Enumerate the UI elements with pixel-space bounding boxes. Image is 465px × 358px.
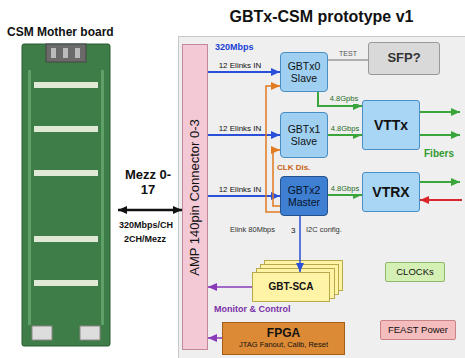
node-title: SFP? — [387, 51, 420, 66]
gbtx-chip: GBTx2 Master — [280, 176, 328, 216]
link-rate: Elink 80Mbps — [230, 226, 275, 235]
clock-note: CLK Dis. — [277, 163, 310, 172]
gbtx-chip: GBTx0 Slave — [280, 52, 328, 92]
edge-label: TEST — [338, 50, 358, 58]
mezzanine-slot — [34, 170, 98, 176]
sfp-module: SFP? — [368, 42, 440, 75]
signal-connector — [318, 92, 362, 106]
node-title: FPGA — [267, 327, 300, 341]
signal-connector — [328, 134, 362, 136]
edge-label: 12 Elinks IN — [218, 185, 263, 194]
board-trace — [101, 70, 104, 325]
sca-chip: GBT-SCA — [252, 272, 330, 302]
connector-pin — [63, 48, 68, 58]
signal-connector — [208, 286, 252, 288]
node-title: GBTx-CSM prototype v1 — [229, 8, 413, 26]
board-trace — [28, 70, 31, 325]
link-name: Mezz 0-17 — [122, 168, 174, 198]
board-connector — [46, 44, 86, 62]
power-box: FEAST Power — [380, 320, 456, 340]
mezzanine-slot — [34, 82, 98, 88]
link-rate: 320Mbps/CH — [119, 220, 173, 230]
link-rate: 320Mbps — [215, 42, 254, 52]
signal-connector — [208, 195, 280, 197]
node-title: GBT-SCA — [269, 281, 314, 293]
node-title: GBTx2 Master — [284, 184, 324, 208]
node-title: GBTx1 Slave — [284, 123, 324, 147]
signal-connector — [208, 71, 280, 73]
clock-box: CLOCKs — [385, 262, 445, 282]
signal-connector — [328, 59, 368, 61]
vttx-module: VTTx — [362, 100, 420, 150]
node-title: FEAST Power — [388, 325, 448, 336]
bus-name: Monitor & Control — [214, 304, 290, 314]
signal-connector — [208, 134, 280, 136]
node-title: VTRX — [372, 184, 409, 200]
fpga-box: FPGAJTAG Fanout, Calib, Reset — [222, 322, 345, 355]
mother-board — [22, 44, 110, 346]
fiber-arrow — [420, 111, 460, 113]
signal-connector — [118, 209, 182, 212]
vtrx-module: VTRX — [362, 172, 420, 212]
signal-connector — [208, 337, 222, 339]
signal-connector — [266, 86, 280, 212]
gbtx-chip: GBTx1 Slave — [280, 112, 328, 158]
edge-label: 4.8Gbps — [330, 185, 360, 194]
node-note: JTAG Fanout, Calib, Reset — [239, 341, 328, 350]
connector-pin — [51, 48, 56, 58]
node-title: AMP 140pin Connector 0-3 — [188, 119, 203, 276]
prototype-panel — [179, 37, 465, 358]
amp-connector: AMP 140pin Connector 0-3 — [182, 44, 208, 350]
edge-label: 12 Elinks IN — [218, 124, 263, 133]
bus-name: I2C config. — [306, 226, 342, 235]
board-connector — [32, 326, 52, 340]
node-title: GBTx0 Slave — [284, 60, 324, 84]
board-connector — [80, 326, 100, 340]
edge-label: 12 Elinks IN — [218, 61, 263, 70]
node-title: VTTx — [374, 117, 408, 133]
link-count: 3 — [291, 226, 295, 235]
board-heading-area: CSM Mother board — [4, 24, 118, 348]
mezzanine-slot — [34, 126, 98, 132]
node-title: CSM Mother board — [7, 26, 114, 40]
connector-pin — [75, 48, 80, 58]
fiber-arrow — [420, 199, 462, 201]
mezzanine-slot — [34, 236, 98, 242]
edge-label: 4.8Gpbs — [329, 95, 359, 104]
signal-connector — [299, 216, 301, 272]
mezzanine-slot — [34, 280, 98, 286]
edge-label: 4.8Gbps — [330, 125, 360, 134]
fiber-arrow — [420, 181, 460, 183]
fiber-arrow — [420, 134, 460, 136]
link-count: 2CH/Mezz — [124, 234, 166, 244]
signal-connector — [273, 150, 280, 206]
node-title: CLOCKs — [396, 267, 433, 278]
fiber-note: Fibers — [424, 148, 454, 160]
signal-connector — [328, 194, 362, 196]
